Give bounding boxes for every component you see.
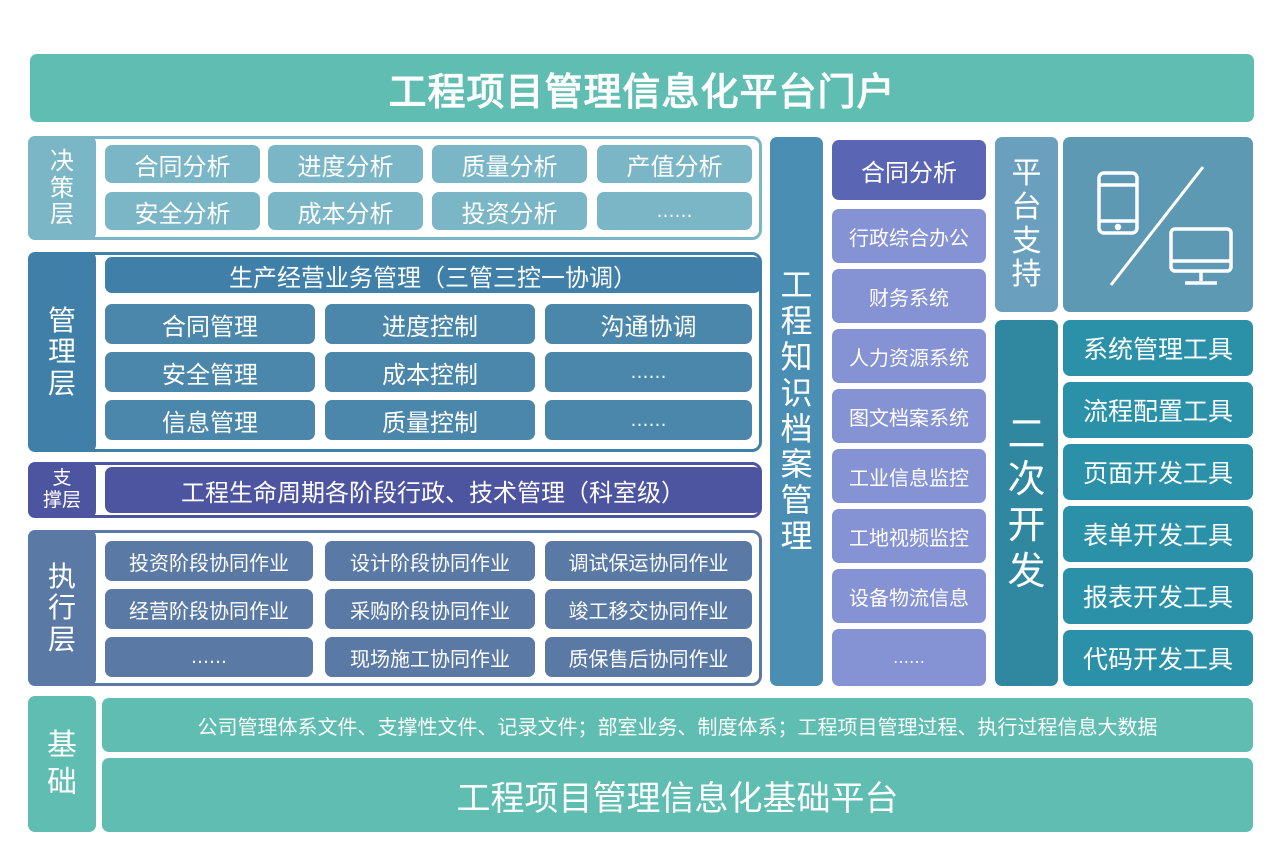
execution-layer-label: 执行层 [28,530,96,686]
device-panel [1063,137,1253,312]
execution-item[interactable]: …… [105,637,313,677]
phone-icon [1097,171,1139,235]
system-item[interactable]: 工业信息监控 [832,449,986,503]
management-item[interactable]: 信息管理 [105,400,315,440]
system-item[interactable]: 人力资源系统 [832,329,986,383]
dev-tool-item[interactable]: 代码开发工具 [1063,630,1253,686]
monitor-icon [1169,227,1233,285]
management-item[interactable]: 质量控制 [325,400,535,440]
system-item[interactable]: …… [832,629,986,686]
decision-item[interactable]: 质量分析 [432,145,587,183]
system-item[interactable]: 工地视频监控 [832,509,986,563]
portal-title-bar: 工程项目管理信息化平台门户 [30,54,1254,122]
management-item[interactable]: 合同管理 [105,304,315,344]
execution-item[interactable]: 现场施工协同作业 [325,637,535,677]
execution-item[interactable]: 经营阶段协同作业 [105,589,313,629]
foundation-label: 基础 [28,696,96,832]
support-content[interactable]: 工程生命周期各阶段行政、技术管理（科室级） [105,467,761,513]
execution-item[interactable]: 投资阶段协同作业 [105,541,313,581]
management-header: 生产经营业务管理（三管三控一协调） [105,257,761,293]
dev-tool-item[interactable]: 报表开发工具 [1063,568,1253,624]
support-layer-label: 支撑层 [28,462,96,518]
management-item[interactable]: …… [545,352,752,392]
decision-item[interactable]: 安全分析 [105,192,260,230]
management-item[interactable]: 沟通协调 [545,304,752,344]
system-item[interactable]: 图文档案系统 [832,389,986,443]
dev-tool-item[interactable]: 表单开发工具 [1063,506,1253,562]
platform-support-label: 平台支持 [995,137,1058,312]
decision-item[interactable]: 投资分析 [432,192,587,230]
system-item[interactable]: 行政综合办公 [832,209,986,263]
decision-item[interactable]: …… [597,192,752,230]
decision-item[interactable]: 合同分析 [105,145,260,183]
management-item[interactable]: 安全管理 [105,352,315,392]
management-item[interactable]: 成本控制 [325,352,535,392]
management-layer-label: 管理层 [28,252,96,452]
decision-layer-label: 决策层 [28,136,96,240]
dev-tool-item[interactable]: 系统管理工具 [1063,320,1253,376]
execution-item[interactable]: 设计阶段协同作业 [325,541,535,581]
execution-item[interactable]: 质保售后协同作业 [545,637,752,677]
management-item[interactable]: …… [545,400,752,440]
dev-tool-item[interactable]: 流程配置工具 [1063,382,1253,438]
divider-slash [1109,166,1205,286]
decision-item[interactable]: 成本分析 [268,192,423,230]
portal-title: 工程项目管理信息化平台门户 [388,69,896,114]
execution-item[interactable]: 采购阶段协同作业 [325,589,535,629]
execution-item[interactable]: 竣工移交协同作业 [545,589,752,629]
knowledge-archive-column[interactable]: 工程知识档案管理 [770,137,823,686]
system-item[interactable]: 财务系统 [832,269,986,323]
execution-item[interactable]: 调试保运协同作业 [545,541,752,581]
system-item[interactable]: 设备物流信息 [832,569,986,623]
foundation-data[interactable]: 公司管理体系文件、支撑性文件、记录文件；部室业务、制度体系；工程项目管理过程、执… [102,698,1253,752]
dev-tool-item[interactable]: 页面开发工具 [1063,444,1253,500]
foundation-platform[interactable]: 工程项目管理信息化基础平台 [102,758,1253,832]
decision-item[interactable]: 进度分析 [268,145,423,183]
management-item[interactable]: 进度控制 [325,304,535,344]
secondary-dev-label: 二次开发 [995,320,1058,686]
systems-header[interactable]: 合同分析 [832,140,986,200]
decision-item[interactable]: 产值分析 [597,145,752,183]
